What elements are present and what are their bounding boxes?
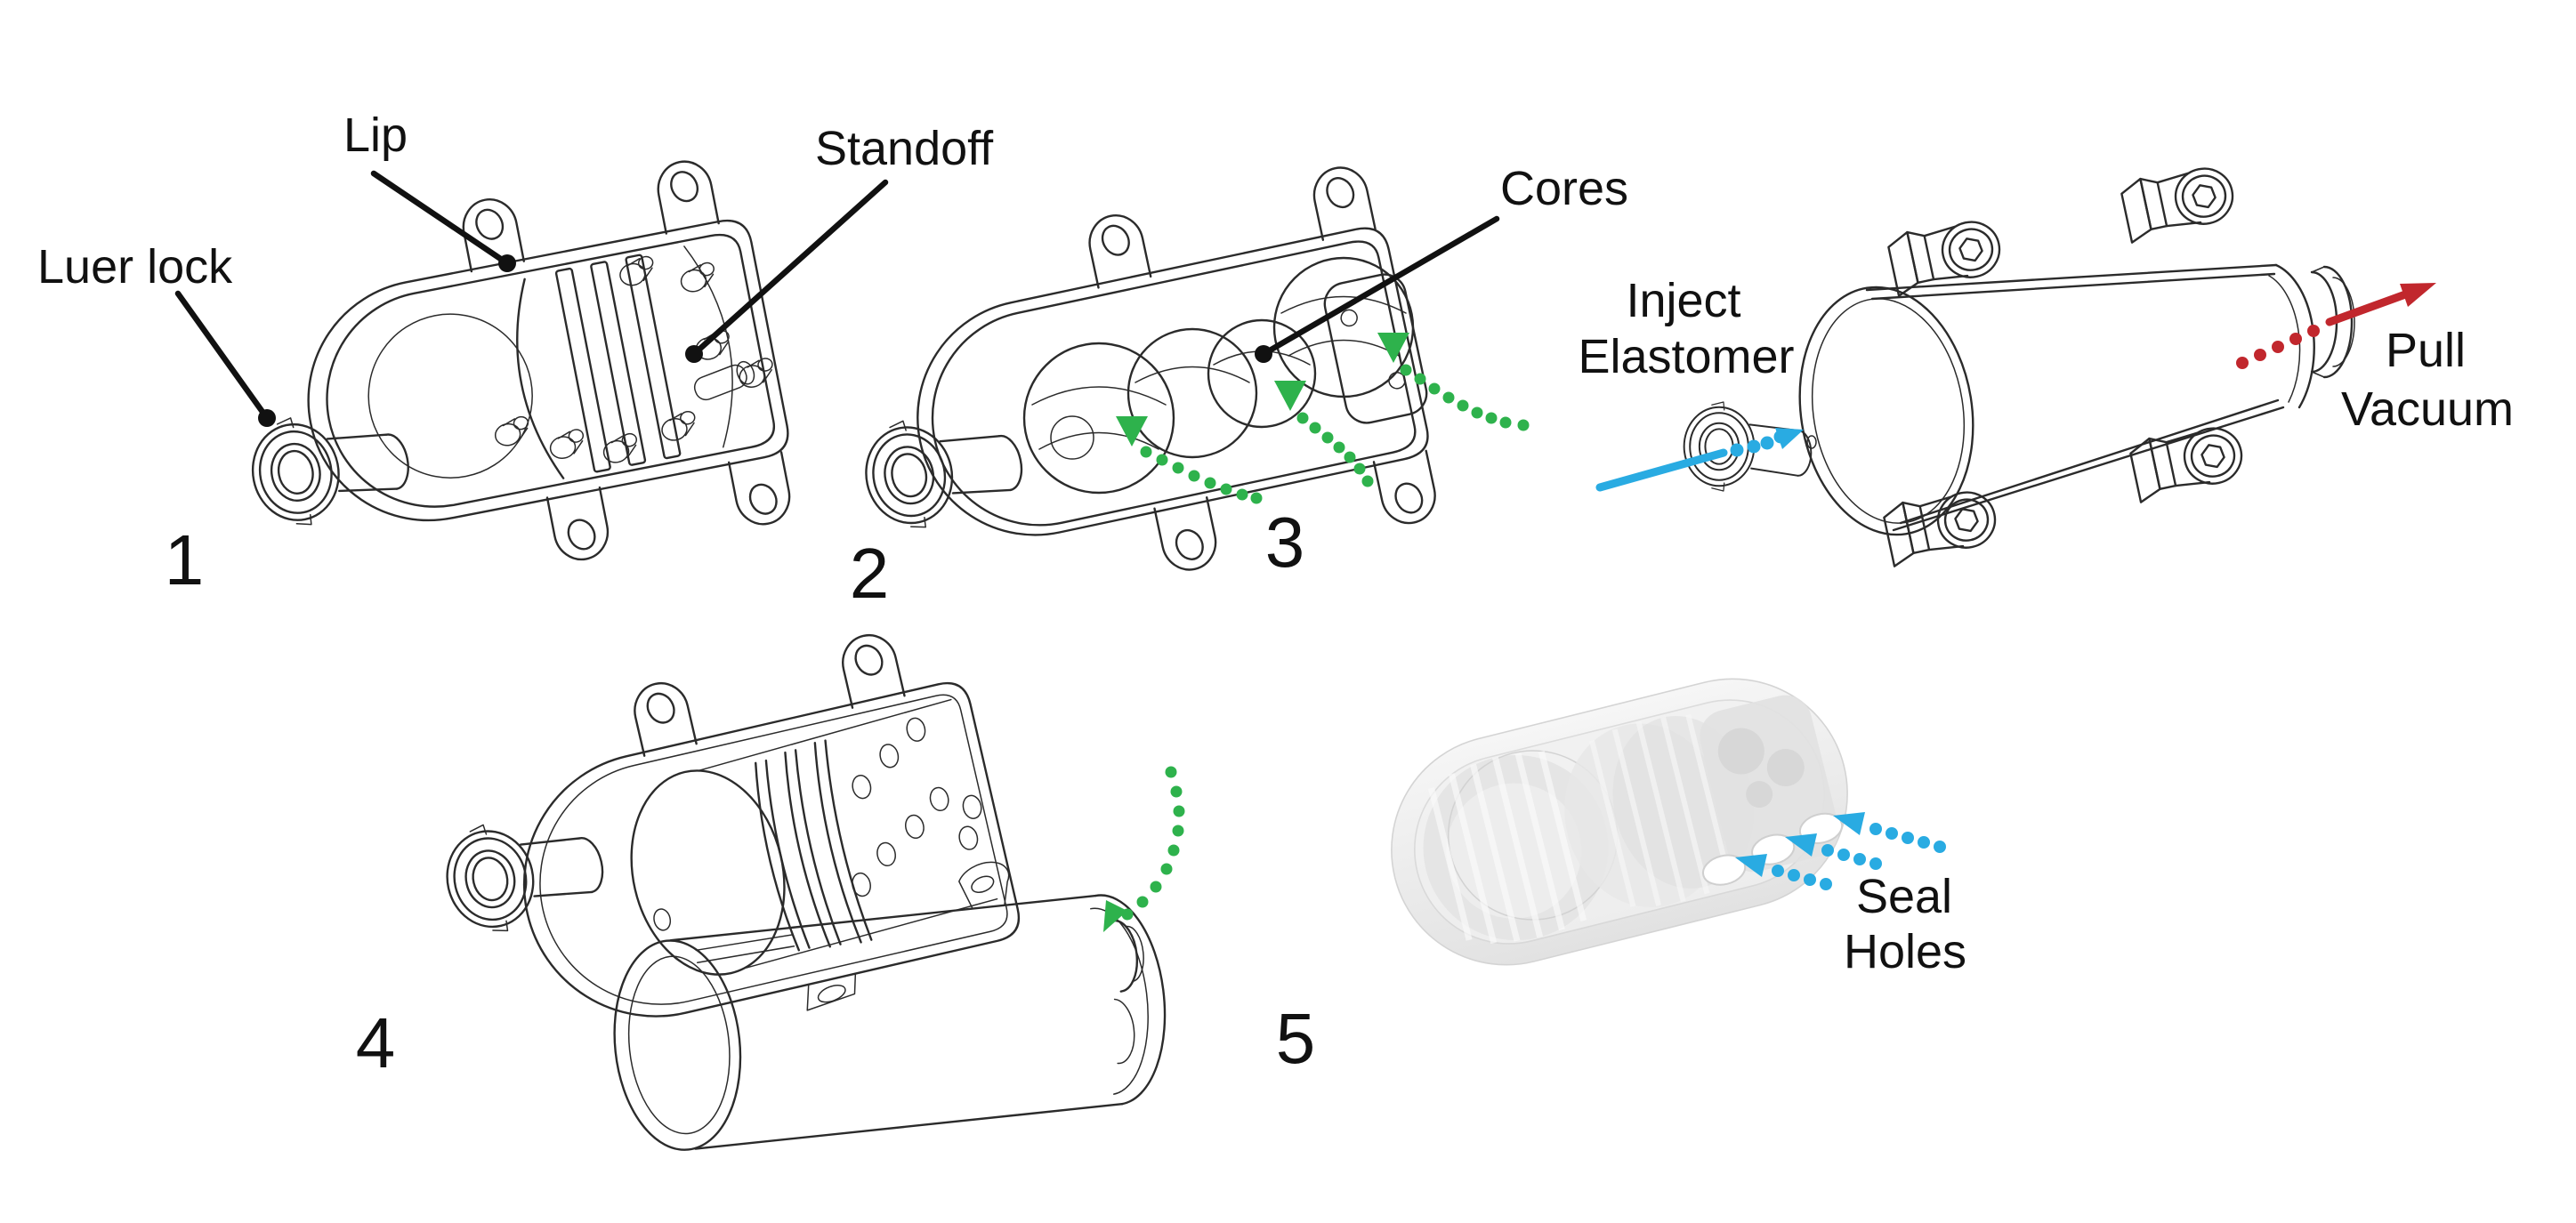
demolded-part — [613, 861, 1167, 1151]
mold-tray-outline — [522, 681, 1020, 1018]
leader-line-lip — [370, 170, 511, 267]
mounting-ear — [836, 628, 906, 709]
final-part-render — [1391, 678, 1848, 966]
standoff-pin — [491, 414, 533, 448]
luer-lock-fitting — [435, 800, 613, 943]
step-number-5: 5 — [1276, 999, 1316, 1078]
insert-arrowhead — [1377, 333, 1409, 363]
blue-seal-arrows — [1735, 812, 1946, 890]
green-insert-arrows — [1116, 333, 1530, 504]
standoff-pin — [677, 261, 719, 294]
label-cores: Cores — [1500, 162, 1628, 215]
leader-line-standoff — [690, 179, 889, 358]
mold-tray-outline — [307, 219, 789, 522]
luer-lock-fitting — [854, 398, 1031, 539]
leader-dot-standoff — [685, 345, 703, 363]
insert-dotted-path — [1296, 412, 1374, 487]
label-luer-lock: Luer lock — [37, 240, 233, 294]
label-pull: Pull — [2386, 324, 2466, 377]
vacuum-arrow-solid — [2325, 289, 2412, 326]
mounting-ear — [627, 676, 698, 757]
leader-line-cores — [1260, 215, 1500, 358]
label-vacuum: Vacuum — [2341, 382, 2514, 436]
mold-end-face — [1798, 286, 1974, 536]
step-number-4: 4 — [356, 1003, 396, 1082]
mounting-ear — [727, 451, 795, 530]
clamp-screw — [2118, 159, 2240, 244]
green-demold-arrow — [1103, 766, 1185, 932]
label-standoff: Standoff — [815, 122, 994, 175]
demold-arrowhead — [1103, 900, 1127, 932]
hinge-tab — [806, 972, 857, 1011]
groove — [813, 739, 873, 944]
label-lip: Lip — [343, 109, 408, 162]
mounting-ear — [545, 486, 614, 566]
vacuum-arrowhead — [2400, 283, 2436, 307]
seal-arrowhead — [1735, 854, 1767, 877]
mold-cores — [1022, 256, 1428, 495]
step-5-final-part: Seal Holes 5 — [1276, 678, 1966, 1078]
leader-dot-cores — [1255, 345, 1272, 363]
leader-line-luer-lock — [174, 290, 271, 422]
step-number-1: 1 — [165, 520, 205, 599]
core-disc — [1126, 327, 1258, 459]
core-end-plate — [1323, 273, 1428, 424]
seal-arrowhead — [1785, 833, 1817, 857]
vent-holes — [653, 717, 982, 931]
step-1-open-mold-half: Luer lock Lip Standoff 1 — [37, 109, 994, 599]
mounting-ear — [652, 156, 720, 235]
step-2-mold-with-cores: Cores 2 — [850, 161, 1628, 613]
core-disc — [1022, 342, 1175, 495]
label-seal: Seal — [1856, 870, 1952, 923]
label-elastomer: Elastomer — [1578, 330, 1794, 383]
seal-hole — [1701, 854, 1747, 886]
clamp-screw — [1880, 483, 2002, 567]
step-number-2: 2 — [850, 534, 890, 613]
part-luer-end — [1112, 919, 1144, 1065]
seal-dotted-path — [1821, 844, 1882, 870]
leader-dot-lip — [498, 254, 516, 272]
label-inject: Inject — [1626, 274, 1740, 327]
step-4-demolding: 4 — [356, 628, 1185, 1151]
label-holes: Holes — [1844, 925, 1966, 978]
standoff-pin — [617, 254, 658, 288]
vacuum-arrow-dots — [2236, 325, 2320, 369]
molded-part — [630, 698, 998, 976]
lying-standoff — [693, 360, 755, 401]
seal-dotted-path — [1869, 823, 1946, 853]
inject-arrow-solid — [1595, 448, 1728, 492]
standoff-pin — [546, 427, 588, 462]
step-3-closed-mold: Inject Elastomer Pull Vacuum 3 — [1265, 159, 2514, 582]
leader-dot-luer-lock — [258, 409, 276, 427]
insert-arrowhead — [1274, 381, 1306, 411]
inject-port-hole — [1806, 435, 1817, 449]
seal-arrowhead — [1833, 812, 1865, 835]
inject-arrowhead — [1775, 428, 1804, 449]
dome-cavity-edge — [367, 313, 533, 479]
core-disc — [1207, 318, 1317, 429]
mold-tray-inner-wall — [326, 233, 776, 508]
groove — [784, 749, 842, 948]
insert-dotted-path — [1400, 364, 1530, 431]
mold-tray-outline — [917, 227, 1429, 536]
step-number-3: 3 — [1265, 503, 1305, 582]
standoff-pin — [658, 409, 699, 444]
insert-dotted-path — [1140, 446, 1263, 504]
part-ear-tab — [958, 861, 1010, 910]
clamp-screw — [2127, 419, 2249, 503]
seal-dotted-path — [1772, 865, 1832, 890]
insert-arrowhead — [1116, 416, 1148, 447]
